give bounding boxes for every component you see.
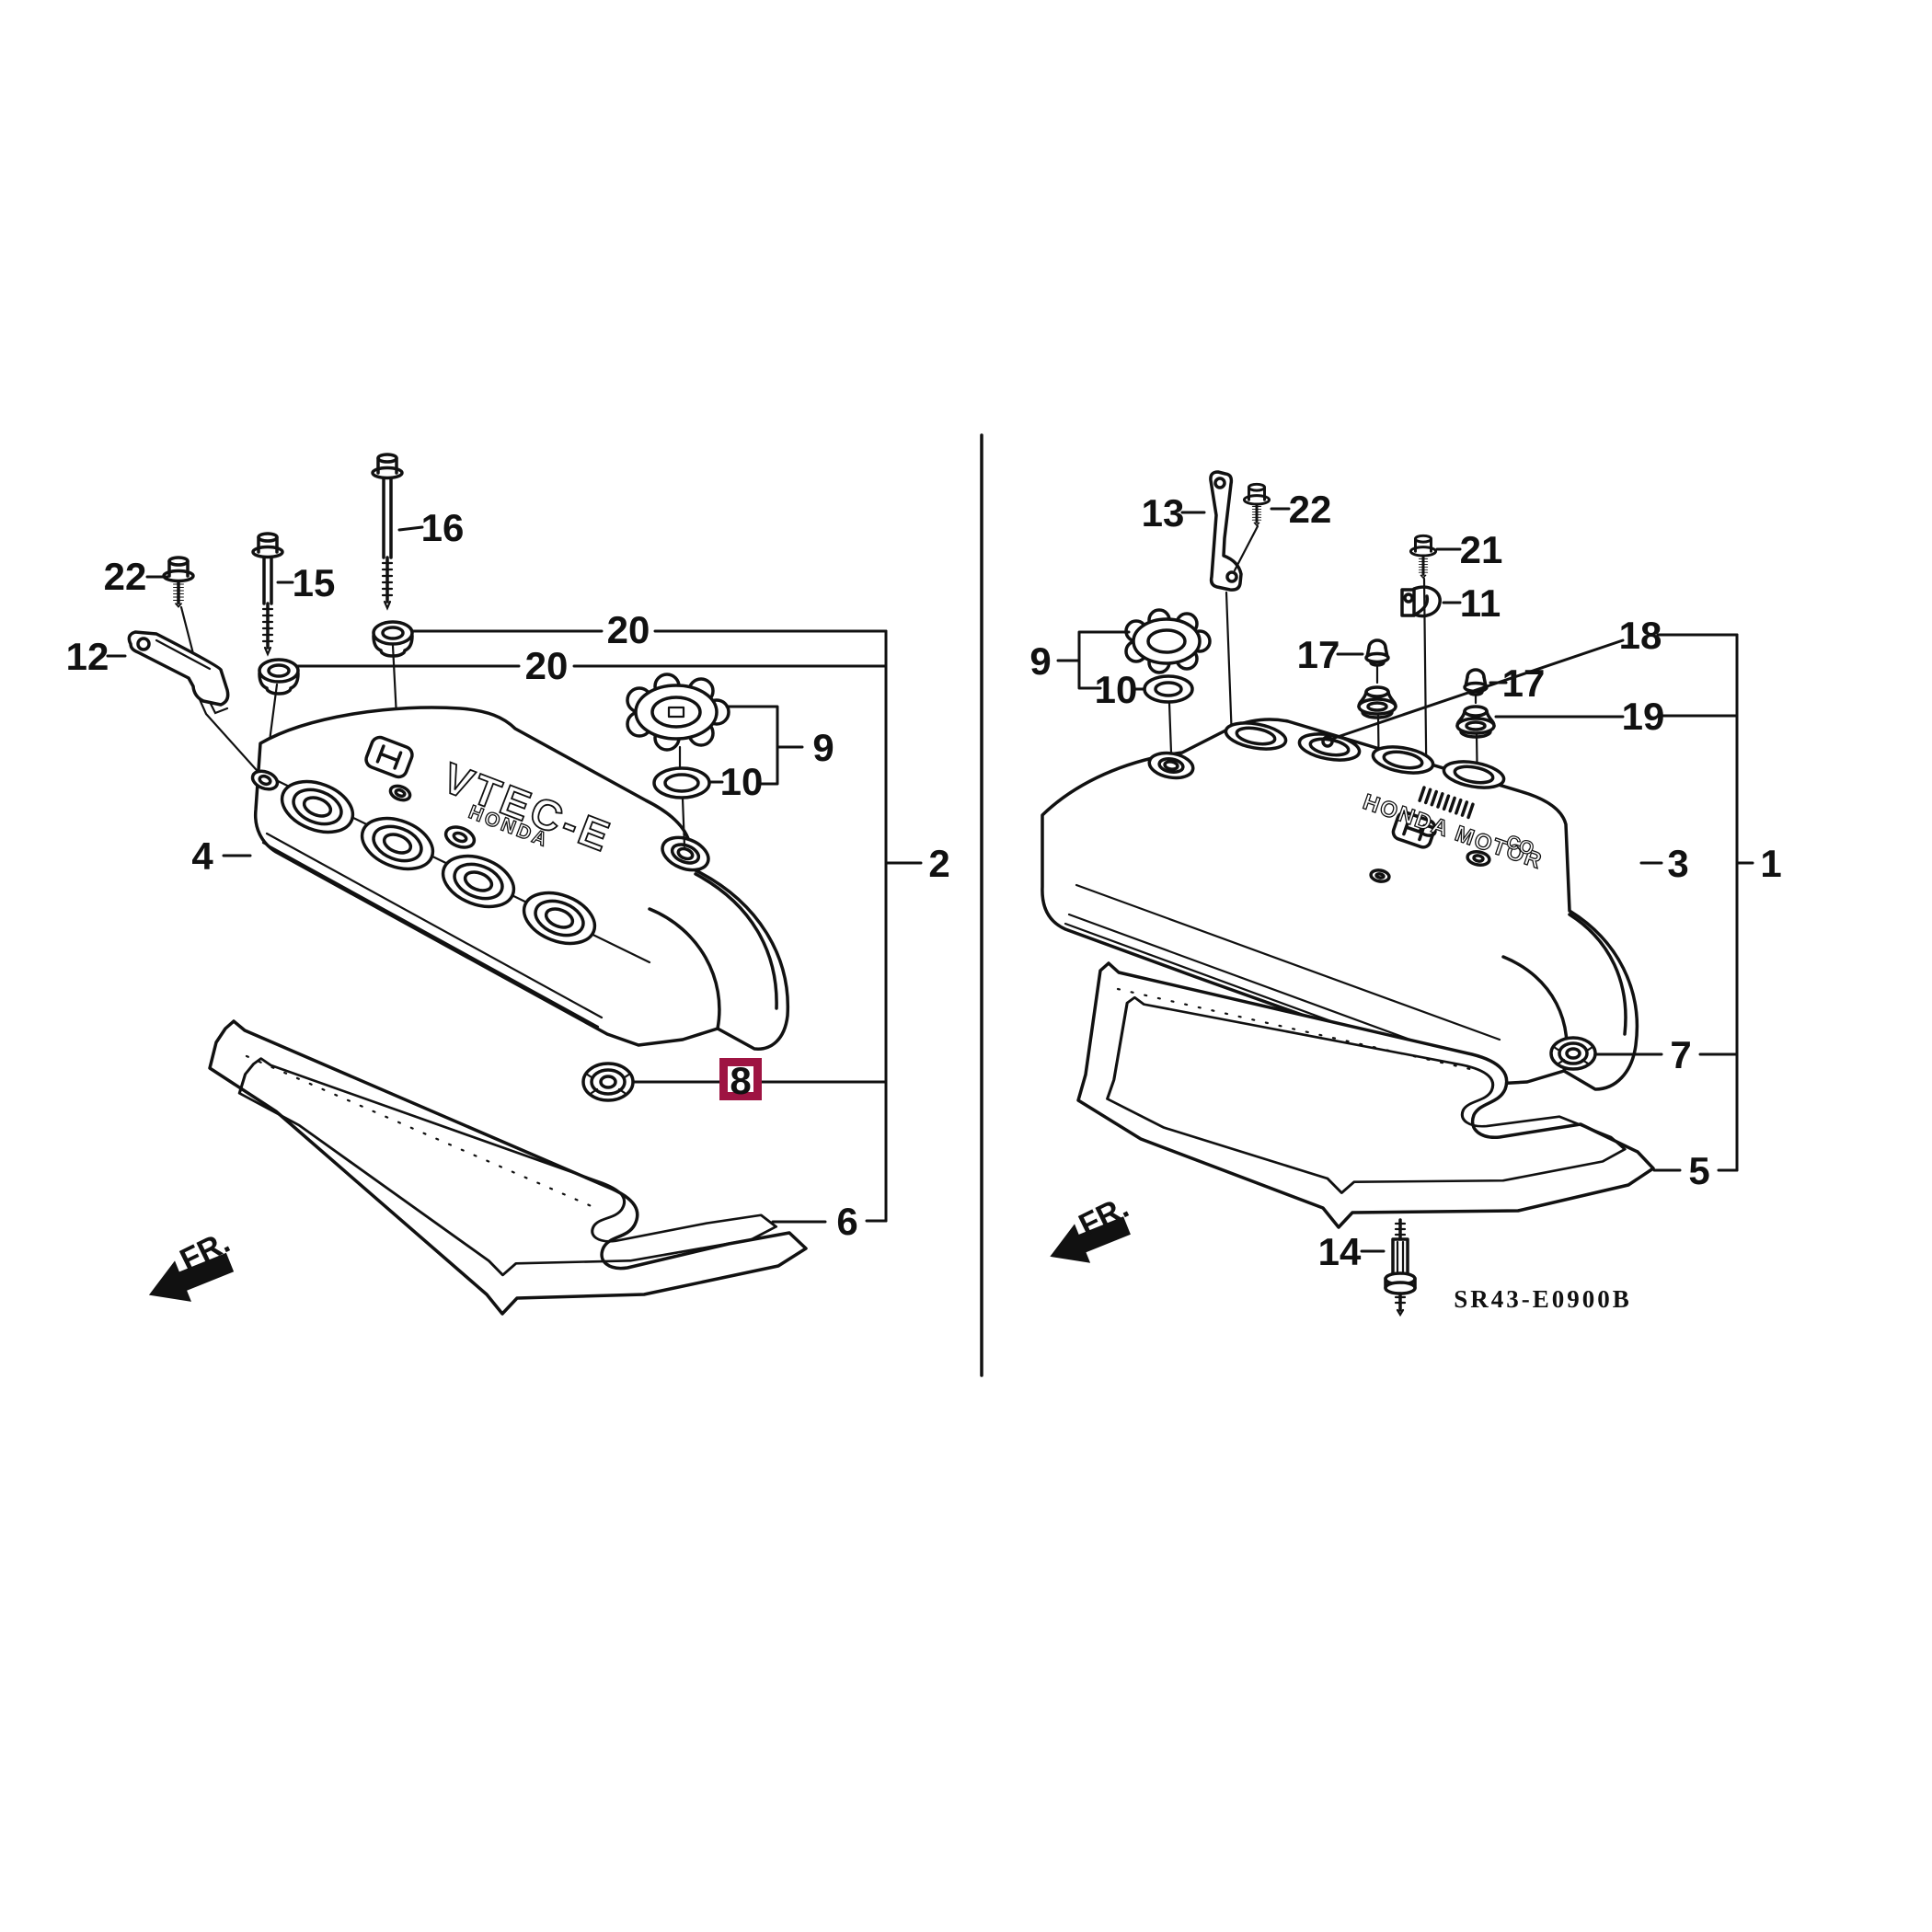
cap-seal-left [652,766,711,799]
callout-20-lower[interactable]: 20 [296,644,888,687]
front-direction-marker-left: FR. [140,1225,238,1316]
callout-11[interactable]: 11 [1442,581,1501,625]
svg-text:19: 19 [1622,695,1665,738]
svg-text:9: 9 [812,726,834,769]
svg-text:7: 7 [1670,1033,1691,1076]
callout-10-left[interactable]: 10 [707,760,764,803]
svg-text:9: 9 [1029,639,1051,683]
svg-text:3: 3 [1667,842,1688,885]
svg-text:22: 22 [1289,488,1332,531]
callout-20-upper[interactable]: 20 [411,608,888,651]
callout-15[interactable]: 15 [276,561,336,604]
svg-text:10: 10 [1095,668,1138,711]
callout-19[interactable]: 19 [1494,695,1739,738]
cast-text-block [1418,786,1475,820]
svg-text:17: 17 [1297,633,1340,676]
callout-2[interactable]: 2 [884,842,950,885]
svg-text:11: 11 [1460,581,1501,625]
callout-21[interactable]: 21 [1435,528,1503,571]
callout-10-right[interactable]: 10 [1095,668,1145,711]
callout-14[interactable]: 14 [1318,1230,1386,1273]
svg-text:20: 20 [607,608,650,651]
callout-16[interactable]: 16 [397,506,465,549]
svg-text:13: 13 [1142,491,1185,535]
callout-12[interactable]: 12 [66,635,127,678]
svg-text:5: 5 [1688,1149,1709,1192]
front-direction-marker-right: FR. [1041,1190,1135,1276]
callout-17-right[interactable]: 17 [1489,661,1546,705]
head-cover-gasket-right [1076,961,1655,1229]
grommet-part-20-left [258,658,300,696]
callout-9-left[interactable]: 9 [725,705,834,786]
svg-text:12: 12 [66,635,109,678]
svg-text:15: 15 [293,561,336,604]
svg-text:1: 1 [1760,842,1781,885]
bolt-part-22-right [1233,482,1271,572]
callout-9-right[interactable]: 9 [1029,630,1131,690]
left-view: VTEC-E HONDA [66,453,950,1316]
seal-ring-part-7 [1549,1036,1597,1071]
svg-text:16: 16 [421,506,465,549]
svg-text:8: 8 [730,1059,751,1102]
svg-text:14: 14 [1318,1230,1362,1273]
callout-17-left[interactable]: 17 [1297,633,1364,676]
callout-18[interactable]: 18 [1328,614,1739,742]
callout-8-highlighted[interactable]: 8 [631,1058,888,1102]
oil-filler-boss-left [661,835,710,872]
callout-1[interactable]: 1 [1735,842,1782,885]
cap-seal-right [1143,674,1194,754]
svg-text:22: 22 [104,555,147,598]
svg-text:20: 20 [525,644,569,687]
oil-filler-cap-right [1124,608,1212,674]
honda-h-logo-right [1391,811,1437,849]
drawing-code: SR43-E0900B [1454,1285,1632,1313]
head-cover-gasket-left [208,1019,808,1316]
clamp-part-11 [1400,585,1442,618]
svg-text:6: 6 [836,1200,857,1243]
right-view: HONDA MOTOR CO [1029,470,1782,1317]
honda-h-logo-left [364,735,414,779]
oil-filler-boss-right [1147,751,1195,780]
grommet-part-19 [1455,705,1496,739]
cylinder-head-cover-right: HONDA MOTOR CO [1041,718,1639,1091]
callout-4[interactable]: 4 [191,834,252,878]
oil-filler-cap-left [626,673,730,848]
callout-6[interactable]: 6 [771,1200,888,1243]
svg-text:4: 4 [191,834,213,878]
svg-text:2: 2 [928,842,949,885]
callout-3[interactable]: 3 [1639,842,1689,885]
callout-5[interactable]: 5 [1652,1149,1739,1192]
svg-text:17: 17 [1502,661,1546,705]
stud-bolt-part-14 [1384,1218,1417,1317]
callout-22-left[interactable]: 22 [104,555,169,598]
seal-grommet-part-8 [581,1062,635,1102]
cylinder-head-cover-vtec: VTEC-E HONDA [250,706,790,1051]
callout-7[interactable]: 7 [1595,1033,1739,1076]
svg-text:18: 18 [1619,614,1662,657]
bracket-part-12 [127,630,265,779]
svg-text:10: 10 [720,760,764,803]
bracket-part-13 [1209,470,1243,765]
callout-13[interactable]: 13 [1142,491,1206,535]
svg-text:21: 21 [1460,528,1503,571]
callout-22-right[interactable]: 22 [1270,488,1332,531]
